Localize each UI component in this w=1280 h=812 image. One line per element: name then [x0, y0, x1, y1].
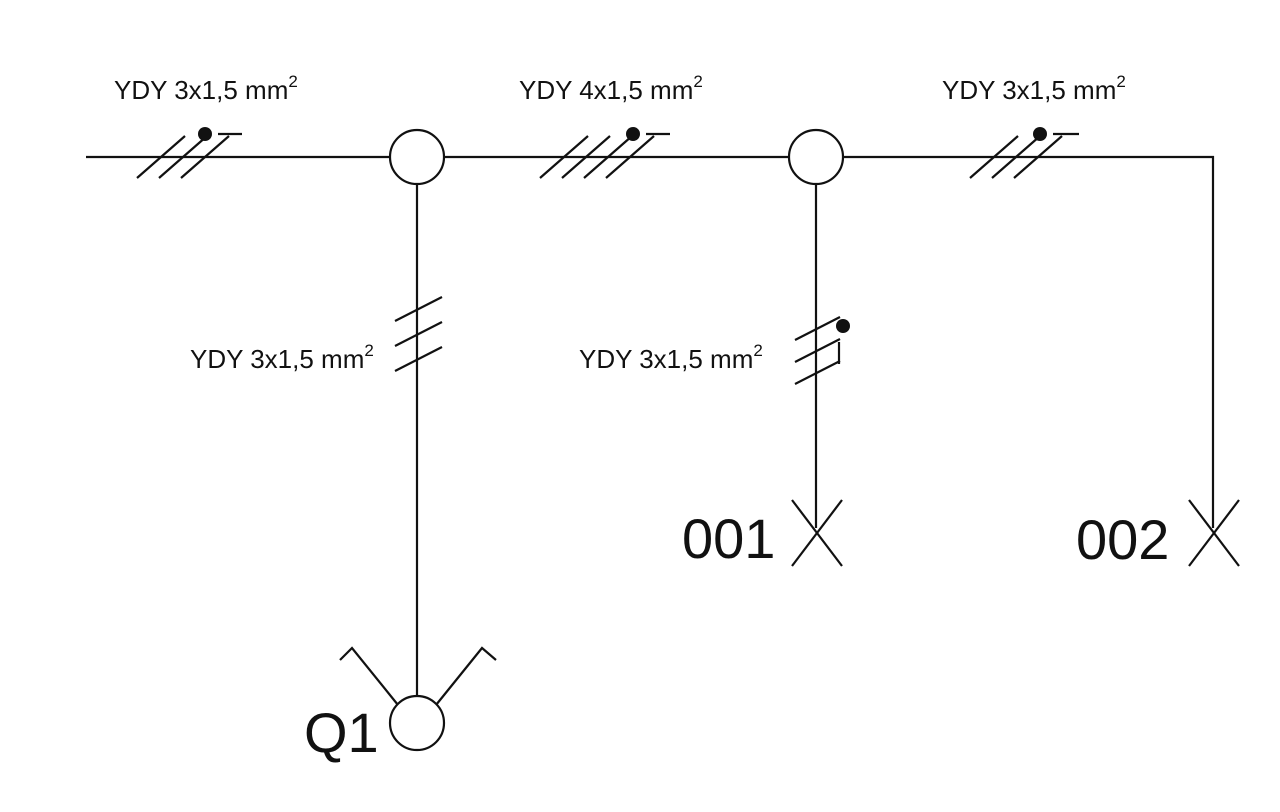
drop-lines	[415, 184, 818, 696]
cable-marker-feed	[136, 127, 242, 179]
device-label-q1: Q1	[304, 701, 379, 764]
cable-marker-link	[539, 127, 670, 179]
junction-box-1	[388, 128, 446, 186]
cable-label-drop-q1: YDY 3x1,5 mm2	[190, 341, 374, 374]
light-fixture-002-icon	[1188, 499, 1240, 567]
cable-label-feed: YDY 3x1,5 mm2	[114, 72, 298, 105]
junction-box-2	[787, 128, 845, 186]
main-bus	[86, 155, 1215, 528]
device-label-002: 002	[1076, 508, 1169, 571]
cable-label-drop-001: YDY 3x1,5 mm2	[579, 341, 763, 374]
socket-q1-icon	[339, 646, 497, 752]
cable-marker-branch-002	[969, 127, 1079, 179]
cable-marker-drop-q1	[394, 296, 443, 372]
cable-label-link: YDY 4x1,5 mm2	[519, 72, 703, 105]
light-fixture-001-icon	[791, 499, 843, 567]
cable-label-branch-002: YDY 3x1,5 mm2	[942, 72, 1126, 105]
device-label-001: 001	[682, 507, 775, 570]
cable-marker-drop-001	[794, 316, 850, 385]
